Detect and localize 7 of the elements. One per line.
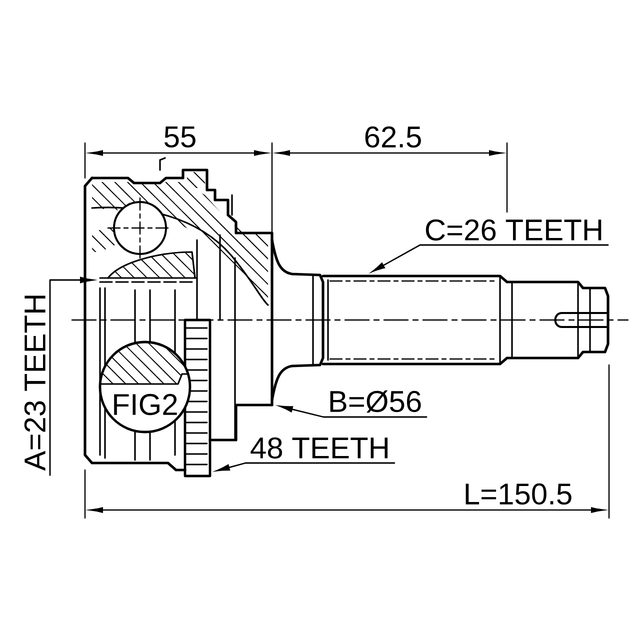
dimension-label: L=150.5 (466, 483, 572, 505)
leader-line (49, 276, 94, 476)
callout-label: 48 TEETH (250, 437, 388, 459)
callout-label: A=23 TEETH (24, 296, 46, 471)
callout-label: C=26 TEETH (426, 219, 602, 241)
dimension-label: 55 (164, 126, 196, 148)
dimension-label: 62.5 (365, 126, 421, 148)
